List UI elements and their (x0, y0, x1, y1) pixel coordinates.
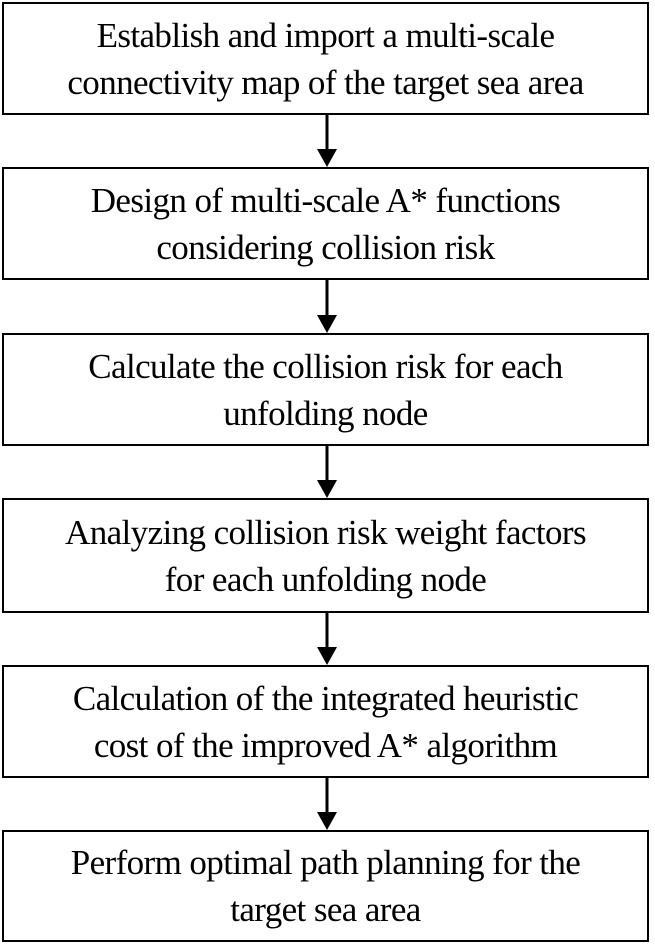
step-1-line-2: connectivity map of the target sea area (67, 62, 584, 102)
step-5-line-1: Calculation of the integrated heuristic (72, 678, 579, 718)
arrow-down-icon (317, 613, 337, 665)
step-3-line-1: Calculate the collision risk for each (88, 346, 563, 386)
step-4-line-2: for each unfolding node (164, 559, 487, 599)
step-5-box: Calculation of the integrated heuristic … (2, 665, 649, 778)
step-4-line-1: Analyzing collision risk weight factors (65, 512, 587, 552)
step-6-line-1: Perform optimal path planning for the (70, 843, 581, 882)
arrow-down-icon (317, 115, 337, 167)
step-2-line-1: Design of multi-scale A* functions (90, 180, 561, 220)
step-5-line-2: cost of the improved A* algorithm (93, 725, 558, 765)
step-3-line-2: unfolding node (223, 393, 428, 433)
step-1-line-1: Establish and import a multi-scale (96, 15, 555, 55)
arrow-down-icon (317, 446, 337, 498)
arrow-down-icon (317, 778, 337, 830)
step-3-box: Calculate the collision risk for each un… (2, 333, 649, 446)
step-4-box: Analyzing collision risk weight factors … (2, 498, 649, 613)
step-6-line-2: target sea area (230, 890, 421, 929)
step-2-line-2: considering collision risk (156, 227, 495, 267)
step-1-box: Establish and import a multi-scale conne… (2, 2, 649, 115)
arrow-down-icon (317, 280, 337, 333)
step-2-box: Design of multi-scale A* functions consi… (2, 167, 649, 280)
step-6-box: Perform optimal path planning for the ta… (2, 830, 649, 942)
